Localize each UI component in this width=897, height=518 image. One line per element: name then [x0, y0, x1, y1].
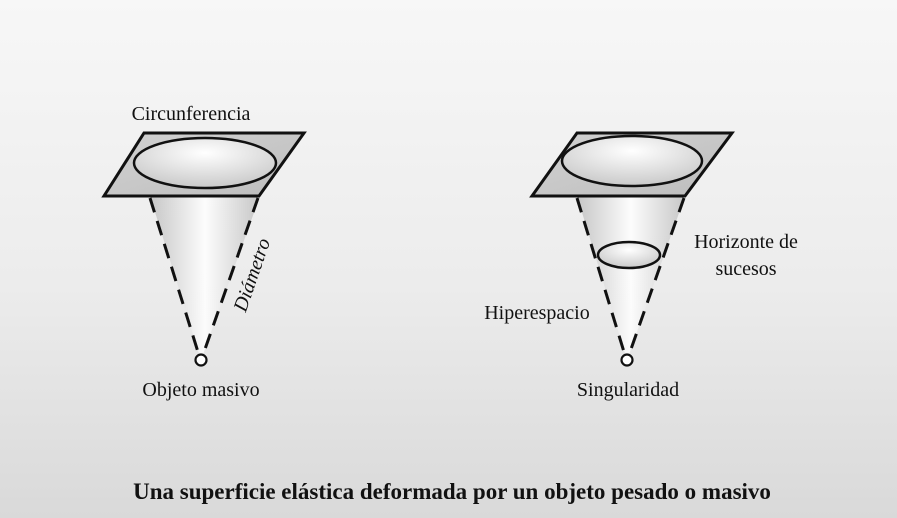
- left-circumference-ellipse: [132, 136, 278, 190]
- right-diagram: Horizonte de sucesos Hiperespacio Singul…: [484, 131, 798, 401]
- right-cone-fill: [577, 196, 685, 360]
- left-massive-object-point: [194, 353, 208, 367]
- label-singularity: Singularidad: [577, 379, 679, 401]
- right-cone-edge-right: [628, 197, 686, 353]
- left-cone-fill: [150, 196, 260, 360]
- left-diagram: Circunferencia Diámetro Objeto masivo: [101, 103, 307, 401]
- right-circumference-ellipse: [560, 134, 704, 188]
- left-cone-edge-right: [202, 197, 260, 353]
- right-cone-edge-left: [575, 197, 626, 353]
- label-hyperspace: Hiperespacio: [484, 302, 590, 324]
- left-label-massive-object: Objeto masivo: [142, 379, 259, 401]
- singularity-point: [620, 353, 634, 367]
- label-event-horizon-line2: sucesos: [715, 258, 776, 280]
- caption: Una superficie elástica deformada por un…: [133, 479, 771, 504]
- left-label-circumference: Circunferencia: [132, 103, 251, 125]
- left-cone-edge-left: [148, 197, 200, 353]
- event-horizon-ellipse: [596, 240, 662, 270]
- label-event-horizon-line1: Horizonte de: [694, 231, 798, 253]
